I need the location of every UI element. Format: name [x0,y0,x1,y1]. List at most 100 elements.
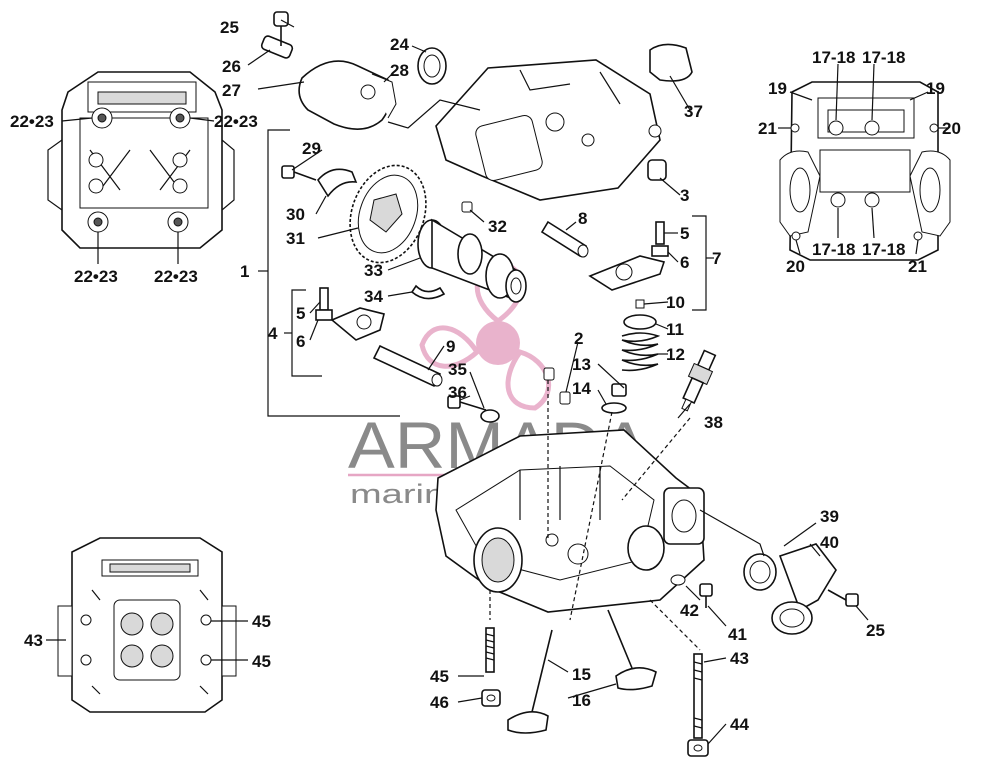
callout-45: 45 [252,612,271,631]
callout-20: 20 [942,119,961,138]
callout-34: 34 [364,287,383,306]
callout-43: 43 [730,649,749,668]
callout-5: 5 [680,224,689,243]
callout-12: 12 [666,345,685,364]
callout-5: 5 [296,304,305,323]
callout-8: 8 [578,209,587,228]
callout-14: 14 [572,379,591,398]
callout-41: 41 [728,625,747,644]
callout-27: 27 [222,81,241,100]
callout-46: 46 [430,693,449,712]
callout-9: 9 [446,337,455,356]
callout-22-23: 22•23 [154,267,198,286]
inset-head-bottom-view [779,81,951,261]
group-bracket-7 [692,215,707,311]
callout-37: 37 [684,102,703,121]
intake-valve [507,629,553,734]
callout-32: 32 [488,217,507,236]
callout-2: 2 [574,329,583,348]
callout-40: 40 [820,533,839,552]
callout-21: 21 [758,119,777,138]
washer-42 [670,574,686,586]
lock-nut [315,309,333,321]
spring-seat [601,402,627,414]
callout-25: 25 [866,621,885,640]
oil-plug [647,159,667,181]
callout-13: 13 [572,355,591,374]
callout-35: 35 [448,360,467,379]
cam-sprocket [349,164,427,264]
callout-4: 4 [268,324,278,343]
callout-7: 7 [712,249,721,268]
callout-33: 33 [364,261,383,280]
dowel-pin [461,201,473,213]
callout-11: 11 [666,320,684,339]
callout-19: 19 [926,79,945,98]
cover-gasket [371,73,397,119]
rocker-shaft [372,344,442,388]
callout-42: 42 [680,601,699,620]
dowel-pin [543,367,555,381]
cylinder-head [435,429,705,613]
camshaft-carrier [435,59,662,201]
dowel-pin [559,391,571,405]
stud-45 [485,627,495,673]
adjuster-screw [655,221,665,245]
callout-17-18: 17-18 [812,240,855,259]
stud-43 [693,653,703,739]
callout-3: 3 [680,186,689,205]
spark-plug [681,349,717,412]
callout-10: 10 [666,293,685,312]
breather-cover [298,60,393,130]
callout-22-23: 22•23 [10,112,54,131]
bolt-29 [281,165,295,179]
washer-35 [480,409,500,423]
valve-keeper [635,299,645,309]
retaining-plate [317,168,358,198]
propeller-blade [419,325,481,369]
group-bracket-1 [267,129,400,417]
callout-1: 1 [240,262,249,281]
bolt-head [273,11,289,27]
callout-17-18: 17-18 [862,48,905,67]
callout-29: 29 [302,139,321,158]
callout-43: 43 [24,631,43,650]
callout-22-23: 22•23 [74,267,118,286]
callout-16: 16 [572,691,591,710]
callout-38: 38 [704,413,723,432]
inset-head-top-view [47,71,235,249]
callout-21: 21 [908,257,927,276]
callout-36: 36 [448,383,467,402]
callout-17-18: 17-18 [862,240,905,259]
spring-retainer [623,314,657,330]
callout-28: 28 [390,61,409,80]
thermostat-housing [771,543,837,635]
callout-15: 15 [572,665,591,684]
callout-44: 44 [730,715,749,734]
nut-44 [687,739,709,757]
adjuster-screw [319,287,329,311]
callout-25: 25 [220,18,239,37]
nut-46 [481,689,501,707]
valve-stem-seal [611,383,627,397]
clamp-bracket [260,35,294,59]
callout-19: 19 [768,79,787,98]
callout-26: 26 [222,57,241,76]
callout-24: 24 [390,35,409,54]
callout-30: 30 [286,205,305,224]
propeller-blade [505,349,552,411]
inset-head-gasket-face [57,537,237,713]
callout-45: 45 [252,652,271,671]
valve-spring [621,332,661,372]
callout-22-23: 22•23 [214,112,258,131]
bolt [845,593,859,607]
circlip [410,284,446,300]
callout-6: 6 [680,253,689,272]
lock-nut [651,245,669,257]
bolt-41 [699,583,713,597]
callout-6: 6 [296,332,305,351]
exhaust-valve [607,609,657,691]
callout-17-18: 17-18 [812,48,855,67]
callout-39: 39 [820,507,839,526]
